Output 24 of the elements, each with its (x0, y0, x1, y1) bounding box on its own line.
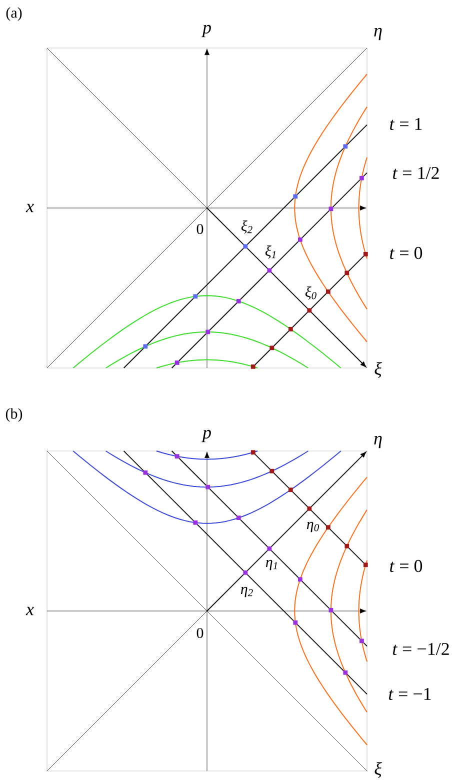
time-label: t = 0 (390, 560, 422, 572)
axis-label: η (374, 436, 382, 448)
time-label: t = 1/2 (393, 166, 439, 180)
axis-label: x (26, 204, 34, 212)
time-label: t = −1/2 (392, 642, 449, 656)
point-label: η$_{0}$ (306, 522, 319, 532)
axis-label: η (374, 28, 382, 40)
panel-label: (b) (6, 408, 22, 422)
time-label: t = −1 (388, 688, 431, 700)
time-label: t = 1 (390, 118, 422, 130)
origin-label: 0 (196, 628, 204, 638)
point-label: ξ$_{0}$ (305, 286, 316, 300)
time-label: t = 0 (390, 246, 422, 260)
point-label: η$_{2}$ (240, 586, 253, 598)
axis-label: p (201, 24, 211, 38)
axis-label: x (26, 606, 34, 616)
axis-label: ξ (374, 762, 382, 778)
origin-label: 0 (196, 224, 204, 234)
axis-label: p (201, 430, 211, 442)
panel-label: (a) (6, 7, 22, 21)
point-label: η$_{1}$ (266, 560, 277, 570)
point-label: ξ$_{2}$ (241, 220, 252, 234)
point-label: ξ$_{1}$ (265, 245, 276, 259)
axis-label: ξ (374, 362, 382, 378)
